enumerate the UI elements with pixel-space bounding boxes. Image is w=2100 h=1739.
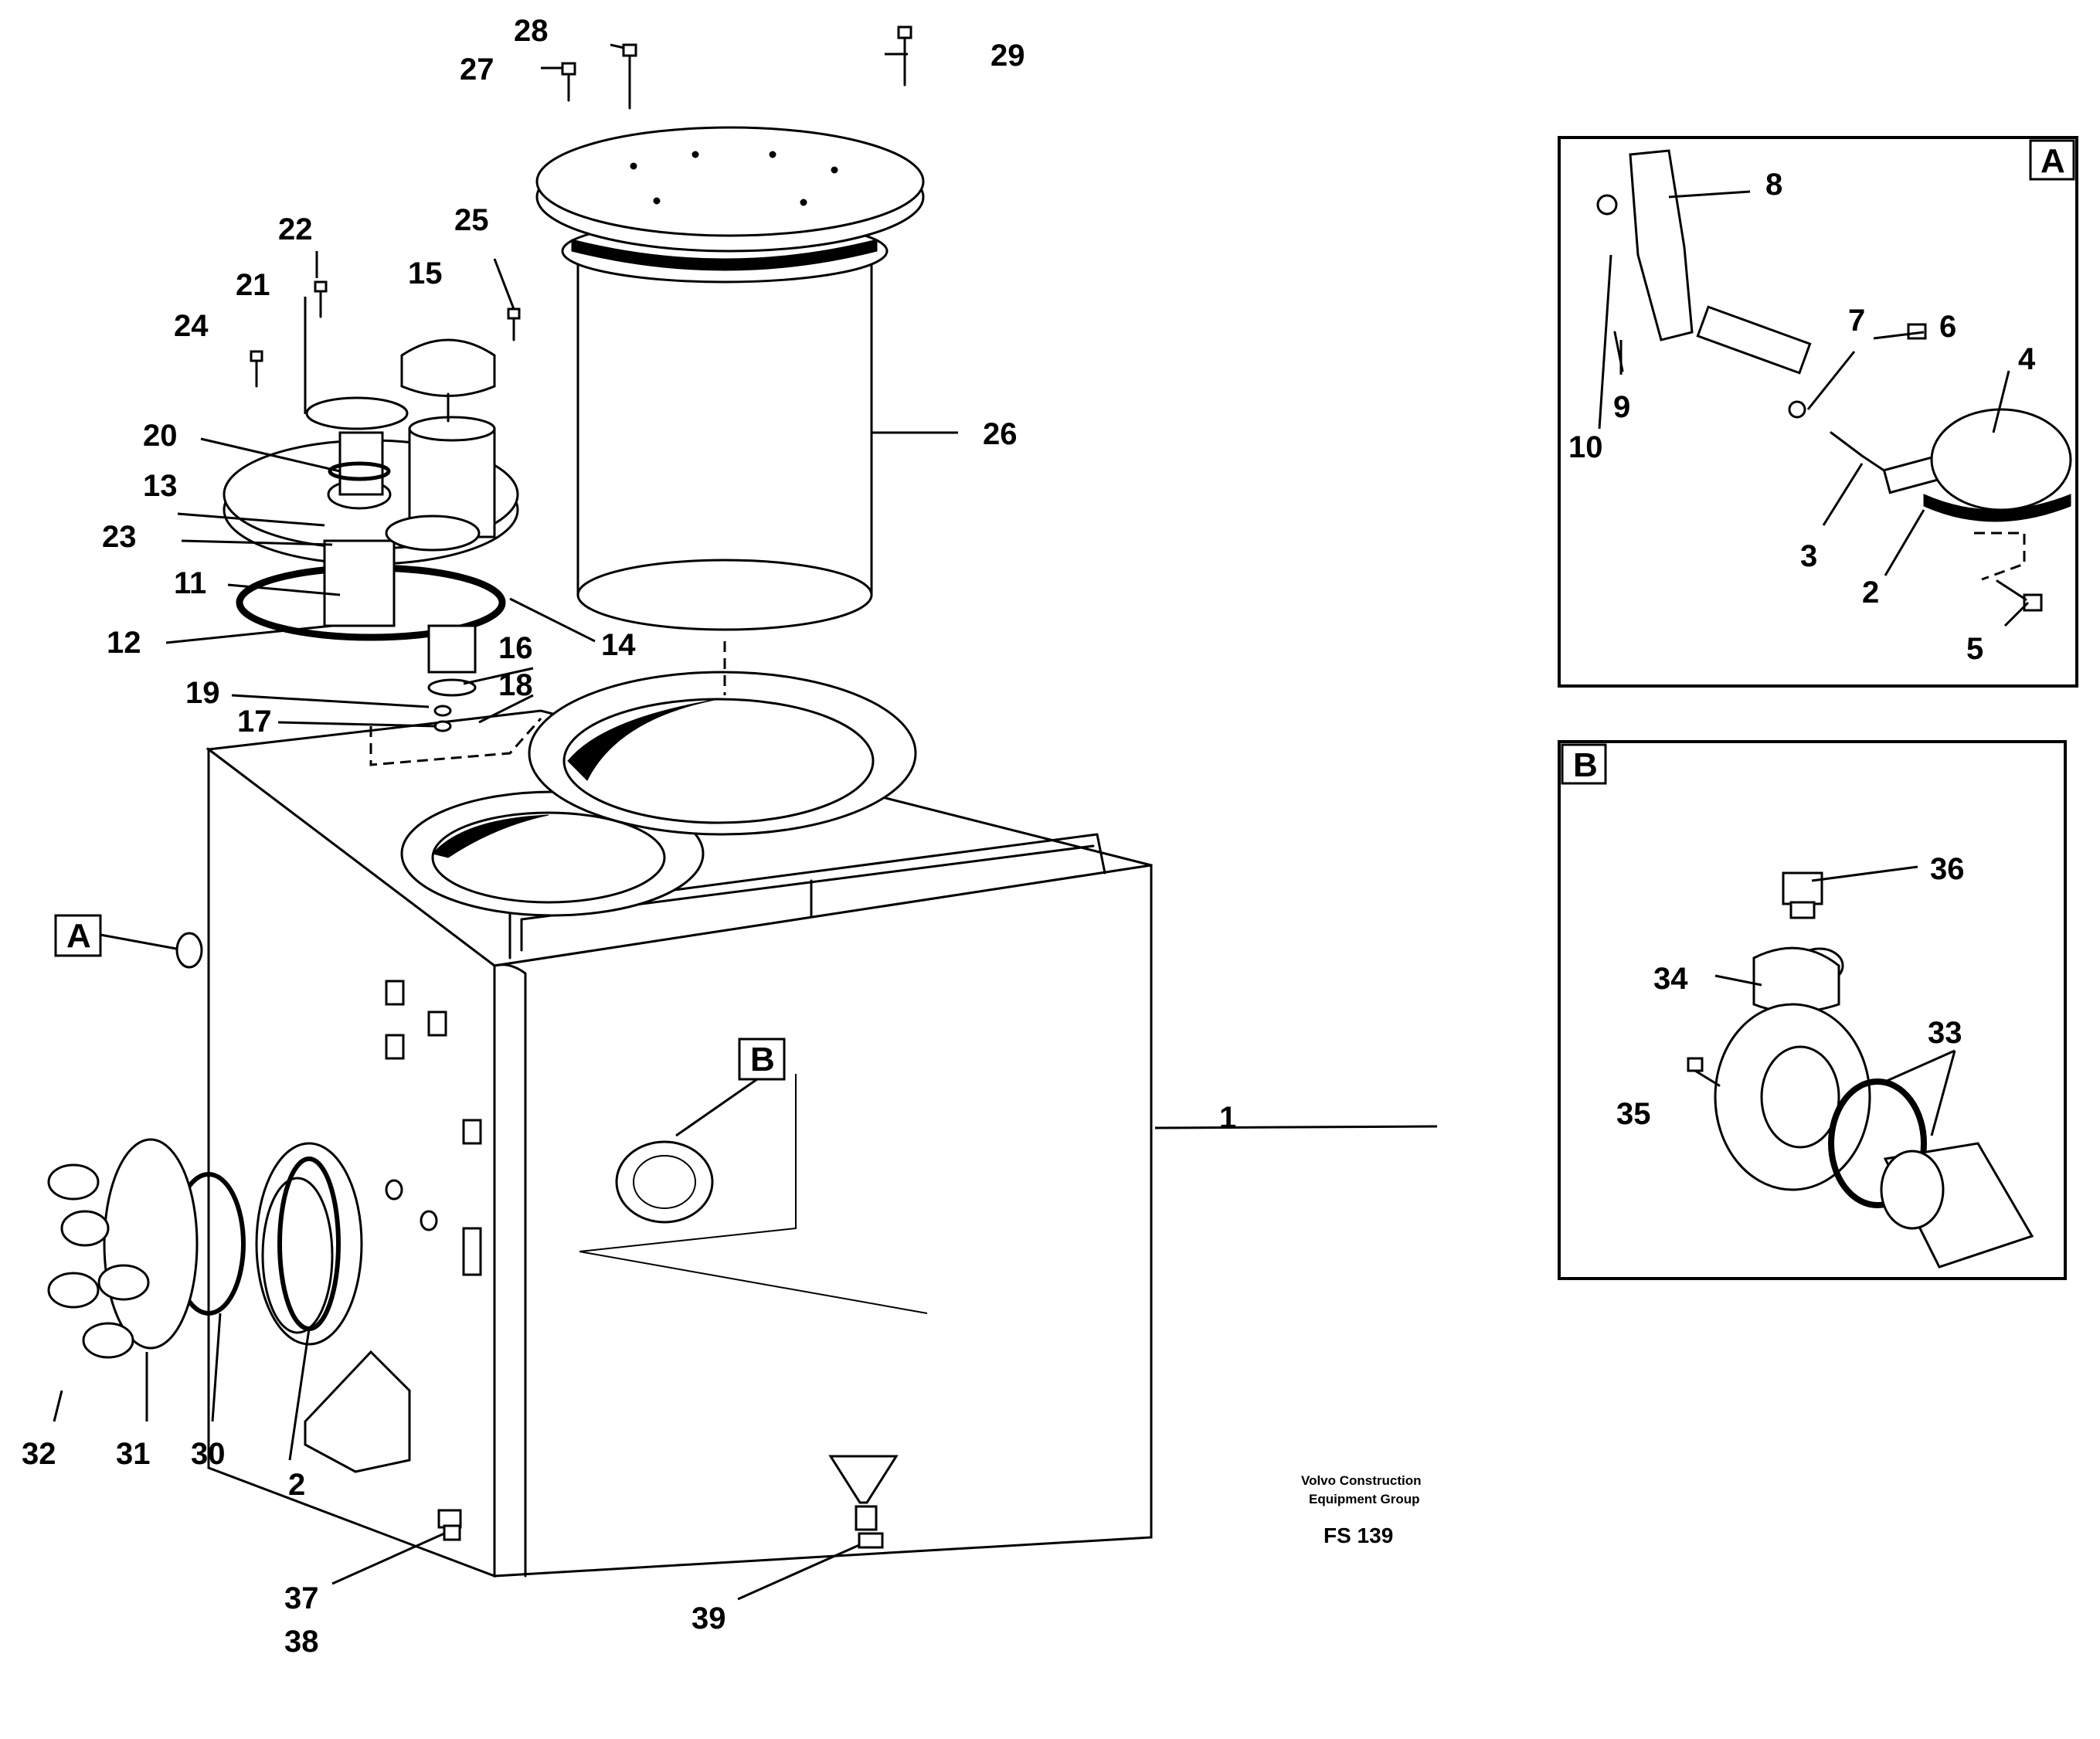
breather-assembly [223, 338, 519, 732]
left-side-fittings [175, 932, 482, 1276]
top-openings [400, 671, 917, 917]
side-flange-assembly [47, 1138, 363, 1359]
callout-9: 9 [1613, 390, 1630, 424]
cover-bolts [561, 25, 912, 110]
callout-35: 35 [1616, 1097, 1651, 1131]
assembly-lines [369, 641, 726, 766]
callout-17: 17 [237, 705, 272, 739]
detail-ref-b-tag: B [738, 1038, 786, 1081]
callout-2: 2 [288, 1468, 305, 1502]
callout-39: 39 [692, 1601, 726, 1635]
detail-ref-a-tag: A [54, 914, 102, 957]
filter-cover-plate [535, 126, 925, 253]
callout-13: 13 [143, 469, 178, 503]
callout-29: 29 [991, 39, 1025, 73]
callout-24: 24 [174, 309, 209, 343]
detail-box-a [1558, 136, 2078, 688]
company-line-1: Volvo Construction [1301, 1473, 1422, 1488]
callout-19: 19 [185, 676, 220, 710]
filter-element [561, 219, 889, 631]
callout-33: 33 [1928, 1016, 1962, 1050]
callout-36: 36 [1930, 852, 1965, 886]
callout-15: 15 [408, 256, 443, 290]
callout-25: 25 [454, 203, 489, 237]
callout-12: 12 [107, 626, 141, 660]
callout-23: 23 [102, 520, 137, 554]
detail-box-b-label: B [1573, 746, 1598, 784]
detail-ref-a-label: A [66, 917, 91, 955]
footer-credits: Volvo Construction Equipment Group FS 13… [1301, 1473, 1422, 1547]
callout-8: 8 [1765, 168, 1782, 202]
callout-27: 27 [460, 53, 494, 87]
callout-22: 22 [278, 212, 313, 246]
callout-34: 34 [1653, 962, 1688, 996]
drain-funnel [828, 1455, 899, 1549]
callout-20: 20 [143, 419, 178, 453]
callout-14: 14 [601, 628, 636, 662]
callout-1: 1 [1219, 1101, 1236, 1135]
figure-code: FS 139 [1324, 1523, 1393, 1547]
tank-body [206, 709, 1153, 1578]
callout-32: 32 [22, 1437, 56, 1471]
callout-5: 5 [1966, 632, 1983, 666]
leader-lines [53, 43, 2030, 1601]
callout-2-detail-a: 2 [1862, 576, 1879, 610]
callout-7: 7 [1848, 304, 1865, 338]
detail-box-b [1558, 740, 2067, 1280]
callout-38: 38 [284, 1625, 319, 1659]
breather-screws [250, 280, 521, 388]
callout-18: 18 [498, 668, 533, 702]
drain-plug-left [437, 1509, 462, 1541]
opening-b-front [615, 1140, 714, 1224]
company-line-2: Equipment Group [1309, 1492, 1420, 1506]
callout-6: 6 [1939, 310, 1956, 344]
callout-28: 28 [514, 14, 549, 48]
callout-10: 10 [1568, 430, 1603, 464]
mount-bracket [304, 1350, 411, 1473]
callout-11: 11 [174, 566, 206, 600]
detail-ref-b-label: B [750, 1041, 775, 1078]
detail-box-a-label: A [2041, 142, 2065, 180]
callout-30: 30 [191, 1437, 226, 1471]
callout-26: 26 [983, 417, 1018, 451]
callout-21: 21 [236, 268, 270, 302]
callout-16: 16 [498, 631, 533, 665]
callout-labels: 1 2 2 3 4 5 6 7 8 9 10 11 12 13 14 15 16… [22, 14, 2036, 1659]
callout-4: 4 [2018, 342, 2036, 376]
callout-31: 31 [116, 1437, 151, 1471]
callout-37: 37 [284, 1581, 319, 1615]
callout-3: 3 [1800, 539, 1817, 573]
